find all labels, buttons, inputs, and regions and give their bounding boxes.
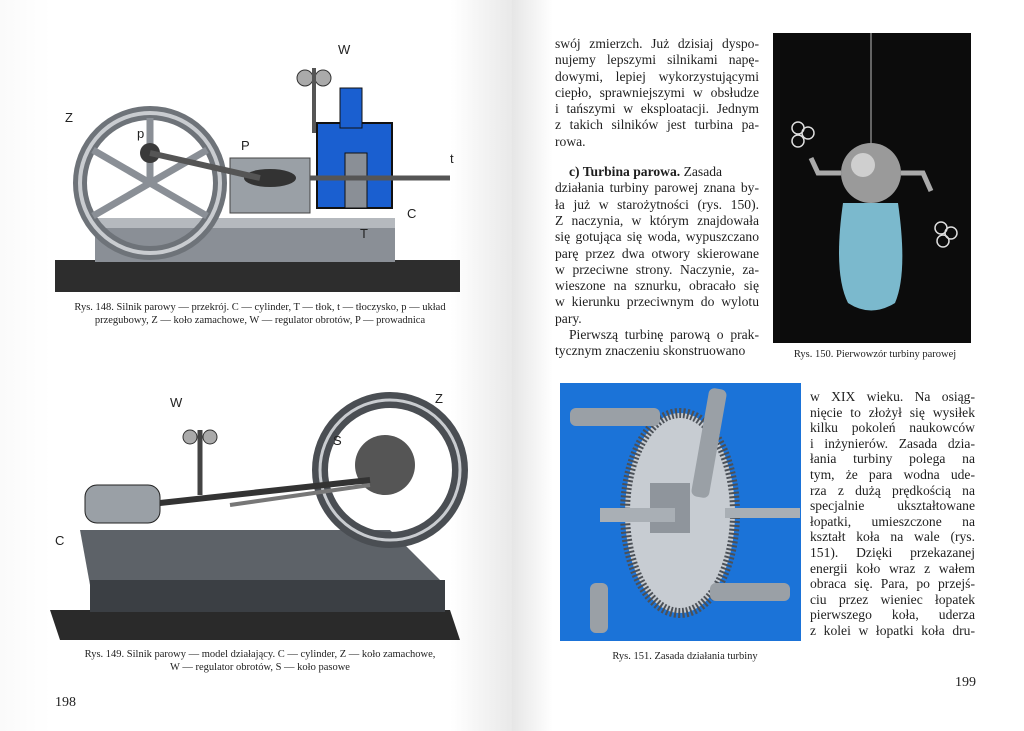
- text-line: wieszone na sznurku, obracało się: [555, 278, 759, 294]
- text-line: ciu przez wieniec łopatek: [810, 591, 975, 607]
- text-line: łopatki, umieszczone na: [810, 513, 975, 529]
- text-line: obraca się. Para, po przejś-: [810, 576, 975, 592]
- label-Z: Z: [435, 391, 443, 406]
- text-line: i inżynierów. Zasada dzia-: [810, 435, 975, 451]
- label-P: P: [241, 138, 250, 153]
- label-t: t: [450, 151, 454, 166]
- text-column-1: swój zmierzch. Już dzisiaj dyspo-nujemy …: [555, 36, 759, 360]
- text-line: pary.: [555, 310, 582, 326]
- text-line: rza z dużą prędkością na: [810, 482, 975, 498]
- label-S: S: [333, 433, 342, 448]
- text-line: c) Turbina parowa. Zasada: [555, 164, 759, 180]
- text-line: w kierunku przeciwnym do wylotu: [555, 294, 759, 310]
- text-line: łania turbiny polega na: [810, 451, 975, 467]
- page-number-right: 199: [955, 675, 976, 690]
- caption-line: przegubowy, Z — koło zamachowe, W — regu…: [94, 315, 426, 326]
- text-line: z takich silników jest turbina pa-: [555, 117, 759, 133]
- text-line: 151). Dzięki przekazanej: [810, 544, 975, 560]
- text-line: tycznym znaczeniu skonstruowano: [555, 343, 746, 359]
- text-span: Zasada: [680, 164, 723, 180]
- figure-148-caption: Rys. 148. Silnik parowy — przekrój. C — …: [40, 301, 480, 327]
- text-line: działania turbiny parowej znana by-: [555, 180, 759, 196]
- text-line: pierwszego koła, uderza: [810, 607, 975, 623]
- text-line: nujemy lepszymi silnikami napę-: [555, 52, 759, 68]
- text-line: Z naczynia, w którym znajdowała: [555, 212, 759, 228]
- figure-149-caption: Rys. 149. Silnik parowy — model działają…: [40, 648, 480, 674]
- label-W: W: [338, 42, 351, 57]
- text-line: parę przez dwa otwory skierowane: [555, 245, 759, 261]
- figure-151-caption: Rys. 151. Zasada działania turbiny: [612, 651, 758, 662]
- text-line: i tańszymi w eksploatacji. Jednym: [555, 101, 759, 117]
- text-line: w XIX wieku. Na osiąg-: [810, 389, 975, 404]
- left-page: W Z p P t C T Rys. 148. Silnik parowy — …: [0, 0, 512, 731]
- caption-line: Rys. 148. Silnik parowy — przekrój. C — …: [74, 302, 446, 313]
- text-line: z kolei w łopatki koła dru-: [810, 622, 975, 638]
- text-line: nięcie to złożył się wysiłek: [810, 404, 975, 420]
- label-T: T: [360, 226, 368, 241]
- figure-148-steam-engine-cross-section: W Z p P t C T: [55, 42, 460, 292]
- figure-150-caption: Rys. 150. Pierwowzór turbiny parowej: [793, 349, 957, 360]
- caption-line: W — regulator obrotów, S — koło pasowe: [170, 662, 350, 673]
- caption-line: Rys. 149. Silnik parowy — model działają…: [84, 649, 436, 660]
- label-C: C: [407, 206, 416, 221]
- figure-150-aeolipile: [773, 33, 971, 343]
- text-line: kilku pokoleń naukowców: [810, 420, 975, 436]
- section-heading: c) Turbina parowa.: [569, 164, 681, 180]
- figure-151-turbine-principle: [560, 383, 801, 641]
- label-p: p: [137, 126, 144, 141]
- text-line: energii koło wraz z wałem: [810, 560, 975, 576]
- text-line: specjalnie ukształtowane: [810, 498, 975, 514]
- text-line: Pierwszą turbinę parową o prak-: [569, 327, 759, 343]
- text-line: kształt koła na wale (rys.: [810, 529, 975, 545]
- label-Z: Z: [65, 110, 73, 125]
- text-line: ciepło, sprawniejszymi w obsłudze: [555, 84, 759, 100]
- label-W: W: [170, 395, 183, 410]
- text-line: ła już w starożytności (rys. 150).: [555, 196, 759, 212]
- figure-149-steam-engine-model: W Z S C: [50, 391, 468, 640]
- page-number-left: 198: [55, 695, 76, 710]
- text-line: tym, że para wodna ude-: [810, 466, 975, 482]
- text-line: się gotująca się woda, wypuszczano: [555, 229, 759, 245]
- text-line: rowa.: [555, 133, 586, 149]
- right-page: swój zmierzch. Już dzisiaj dyspo-nujemy …: [512, 0, 1024, 731]
- text-line: w przeciwne strony. Naczynie, za-: [555, 261, 759, 277]
- text-line: dowymi, lepiej wykorzystującymi: [555, 68, 759, 84]
- text-column-2: w XIX wieku. Na osiąg-nięcie to złożył s…: [810, 389, 975, 639]
- label-C: C: [55, 533, 64, 548]
- text-line: swój zmierzch. Już dzisiaj dyspo-: [555, 36, 759, 51]
